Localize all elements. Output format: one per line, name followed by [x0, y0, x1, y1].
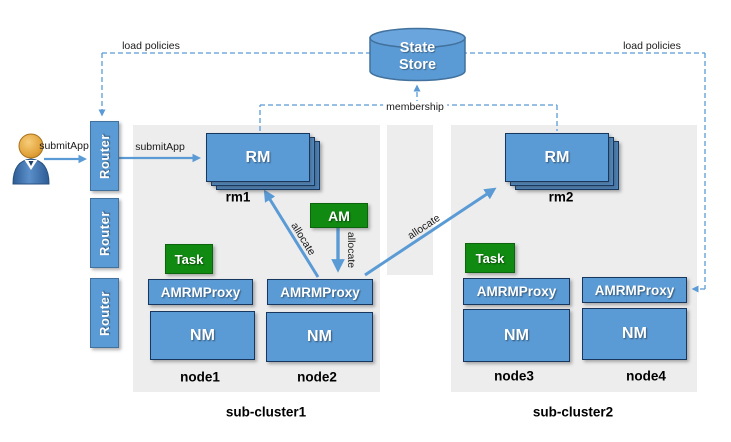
submit-app-label-user: submitApp — [39, 140, 89, 152]
task-box-node1: Task — [165, 244, 213, 274]
load-policies-right-label: load policies — [623, 40, 681, 52]
person-head — [18, 133, 44, 159]
nm-node2-label: NM — [307, 328, 332, 345]
router-box-3: Router — [90, 278, 119, 348]
rm1-box-label: RM — [245, 148, 271, 166]
node3-label: node3 — [494, 368, 534, 384]
amrmproxy-node4-label: AMRMProxy — [594, 282, 675, 298]
amrmproxy-box-node2: AMRMProxy — [267, 279, 373, 305]
allocate-arrow-rm2 — [364, 187, 497, 277]
allocate-arrow-rm1 — [263, 189, 320, 278]
nm-box-node2: NM — [266, 312, 373, 362]
rm2-box: RM — [505, 133, 609, 182]
am-box-label: AM — [328, 207, 350, 224]
rm1-name-label: rm1 — [225, 189, 251, 205]
person-icon — [12, 133, 50, 185]
load-policies-left-label: load policies — [122, 40, 180, 52]
nm-box-node3: NM — [463, 309, 570, 362]
amrmproxy-box-node1: AMRMProxy — [148, 279, 253, 305]
background-strip — [387, 125, 433, 275]
rm2-name-label: rm2 — [548, 189, 574, 205]
router-box-2: Router — [90, 198, 119, 268]
router-3-label: Router — [97, 290, 113, 336]
amrmproxy-node3-label: AMRMProxy — [476, 284, 557, 299]
cylinder-body — [369, 37, 466, 82]
node1-label: node1 — [180, 369, 220, 385]
router-1-label: Router — [97, 133, 113, 179]
state-store-cylinder — [369, 27, 466, 82]
cylinder-top — [369, 27, 466, 49]
allocate-label-am: allocate — [345, 231, 357, 269]
am-box: AM — [310, 203, 368, 228]
person-tie — [28, 161, 34, 166]
amrmproxy-box-node3: AMRMProxy — [463, 278, 570, 305]
amrmproxy-box-node4: AMRMProxy — [582, 277, 687, 303]
membership-label: membership — [383, 101, 447, 113]
router-2-label: Router — [97, 210, 113, 256]
task-node1-label: Task — [174, 251, 204, 267]
nm-box-node4: NM — [582, 308, 687, 360]
submit-app-label-router: submitApp — [135, 141, 185, 153]
rm1-box: RM — [206, 133, 310, 182]
state-store-label: State Store — [398, 40, 437, 73]
rm2-box-label: RM — [544, 148, 570, 166]
person-body — [12, 158, 50, 185]
router-box-1: Router — [90, 121, 119, 191]
node2-label: node2 — [297, 369, 337, 385]
sub-cluster1-label: sub-cluster1 — [225, 404, 307, 420]
task-node3-label: Task — [475, 250, 505, 266]
nm-node1-label: NM — [190, 326, 215, 344]
amrmproxy-node1-label: AMRMProxy — [160, 284, 241, 300]
nm-node3-label: NM — [504, 326, 529, 344]
sub-cluster2-label: sub-cluster2 — [532, 404, 614, 420]
nm-node4-label: NM — [622, 325, 647, 342]
task-box-node3: Task — [465, 243, 515, 273]
amrmproxy-node2-label: AMRMProxy — [280, 284, 360, 300]
nm-box-node1: NM — [150, 311, 255, 360]
node4-label: node4 — [626, 368, 666, 384]
